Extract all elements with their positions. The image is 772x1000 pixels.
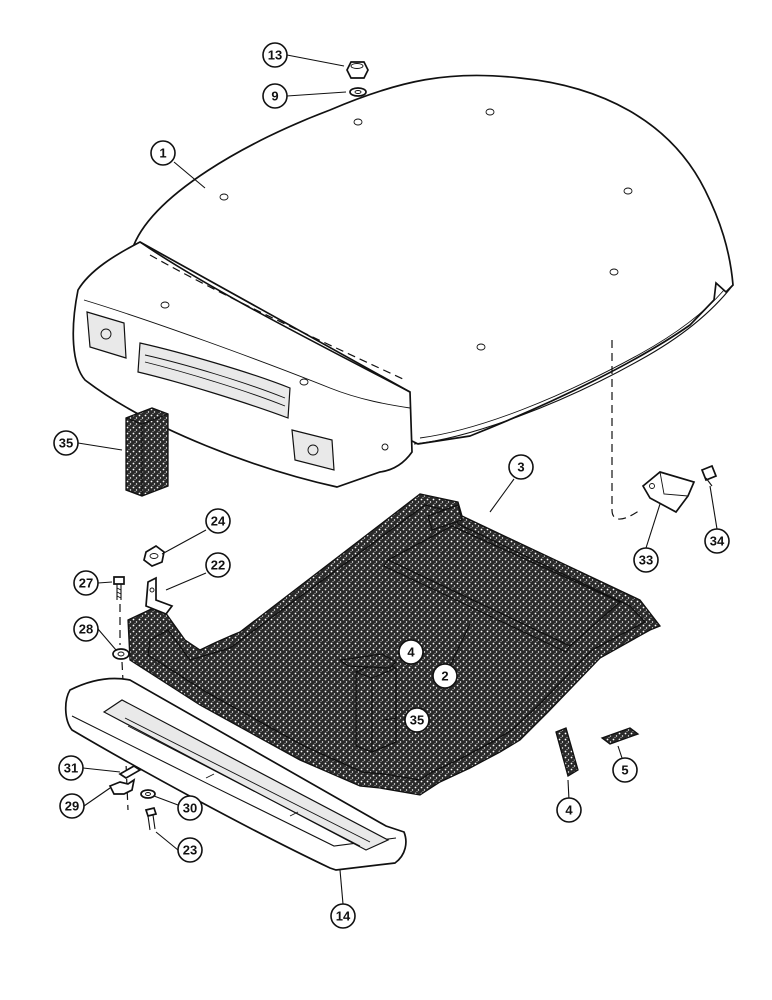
svg-text:4: 4: [407, 645, 415, 660]
pad-5: [600, 727, 640, 745]
callout-9: 9: [262, 83, 288, 109]
callout-5: 5: [612, 757, 638, 783]
callout-13: 13: [262, 42, 288, 68]
roof-panel: [72, 74, 734, 488]
svg-text:34: 34: [710, 534, 725, 549]
svg-text:27: 27: [79, 576, 93, 591]
washer-30: [140, 789, 156, 799]
callout-33: 33: [633, 547, 659, 573]
callout-2: 2: [432, 663, 458, 689]
callout-4-lower: 4: [556, 797, 582, 823]
svg-text:30: 30: [183, 801, 197, 816]
clip-31: [118, 765, 142, 779]
svg-text:1: 1: [159, 146, 166, 161]
svg-text:5: 5: [621, 763, 628, 778]
callout-30: 30: [177, 795, 203, 821]
callout-1: 1: [150, 140, 176, 166]
bracket-22: [145, 576, 174, 616]
foam-block-lower: [355, 661, 397, 753]
roof-fasteners: [160, 108, 633, 386]
wedge-pad-lower: [555, 727, 579, 777]
callout-3: 3: [508, 454, 534, 480]
svg-text:23: 23: [183, 843, 197, 858]
svg-text:13: 13: [268, 48, 282, 63]
wing-nut-29: [108, 778, 136, 795]
callout-22: 22: [205, 552, 231, 578]
svg-text:29: 29: [65, 799, 79, 814]
screw-34: [700, 464, 718, 487]
screw-23: [144, 806, 158, 831]
svg-text:4: 4: [565, 803, 573, 818]
front-trough: [64, 677, 407, 871]
leader-lines: [77, 54, 718, 905]
svg-text:31: 31: [64, 761, 78, 776]
washer-28: [112, 648, 130, 660]
svg-text:2: 2: [441, 669, 448, 684]
svg-text:9: 9: [271, 89, 278, 104]
bolt-27: [113, 576, 125, 600]
callout-23: 23: [177, 837, 203, 863]
callout-4-upper: 4: [398, 639, 424, 665]
svg-text:35: 35: [410, 713, 424, 728]
callout-34: 34: [704, 528, 730, 554]
alignment-line-bracket: [611, 340, 641, 520]
callout-28: 28: [73, 616, 99, 642]
foam-block-upper: [125, 407, 169, 497]
svg-text:33: 33: [639, 553, 653, 568]
foam-strip: [383, 525, 622, 653]
svg-text:24: 24: [211, 514, 226, 529]
callout-35-lower: 35: [404, 707, 430, 733]
callout-29: 29: [59, 793, 85, 819]
wedge-pad-upper: [338, 653, 398, 669]
callout-35-upper: 35: [53, 430, 79, 456]
bracket-33: [641, 471, 696, 514]
washer-9: [349, 87, 367, 97]
svg-text:3: 3: [517, 460, 524, 475]
callout-14: 14: [330, 903, 356, 929]
svg-text:35: 35: [59, 436, 73, 451]
svg-text:28: 28: [79, 622, 93, 637]
svg-text:14: 14: [336, 909, 351, 924]
alignment-line-left-2: [124, 739, 129, 811]
callout-27: 27: [73, 570, 99, 596]
callout-24: 24: [205, 508, 231, 534]
nut-13: [346, 61, 369, 79]
callout-31: 31: [58, 755, 84, 781]
nut-24: [143, 544, 165, 567]
svg-text:22: 22: [211, 558, 225, 573]
